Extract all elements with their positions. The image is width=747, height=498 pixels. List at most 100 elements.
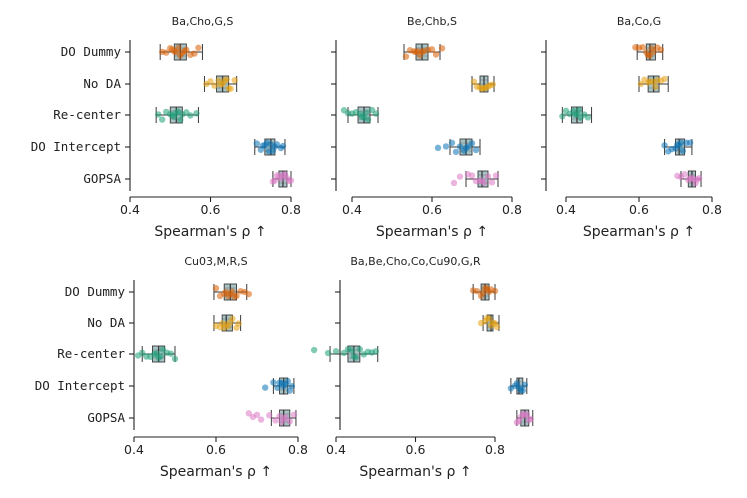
panel-title: Ba,Cho,G,S (172, 15, 234, 28)
row-label: Re-center (57, 346, 125, 361)
data-point (284, 378, 291, 385)
data-point (527, 415, 534, 423)
data-point (287, 177, 295, 184)
row-label: DO Dummy (61, 44, 122, 59)
series-row (203, 75, 238, 93)
series-row (434, 138, 481, 156)
data-point (163, 49, 170, 56)
data-point (362, 109, 370, 116)
data-point (434, 144, 442, 152)
data-point (491, 287, 499, 295)
data-point (681, 171, 688, 178)
series-row (559, 106, 593, 124)
x-axis-label: Spearman's ρ ↑ (376, 224, 488, 240)
series-row (477, 314, 501, 332)
data-point (468, 172, 476, 179)
data-point (271, 177, 279, 184)
x-tick-label: 0.8 (288, 442, 308, 457)
data-point (279, 142, 287, 150)
x-tick-label: 0.8 (485, 442, 505, 457)
x-tick-label: 0.4 (342, 202, 362, 217)
data-point (432, 51, 440, 58)
data-point (686, 139, 694, 146)
data-point (402, 53, 410, 60)
data-point (211, 82, 218, 89)
series-row (402, 43, 446, 61)
series-row (134, 345, 179, 363)
x-tick-label: 0.4 (326, 442, 346, 457)
data-point (253, 140, 260, 147)
data-point (282, 413, 289, 421)
series-row (340, 106, 380, 124)
x-tick-label: 0.6 (406, 442, 426, 457)
data-point (195, 44, 202, 51)
x-tick-label: 0.8 (702, 202, 722, 217)
data-point (575, 106, 582, 114)
data-point (231, 77, 238, 84)
data-point (650, 48, 657, 56)
data-point (193, 110, 200, 117)
data-point (696, 175, 703, 182)
data-point (229, 288, 236, 295)
data-point (223, 76, 230, 83)
data-point (584, 114, 592, 121)
data-point (154, 111, 162, 118)
data-point (679, 147, 686, 155)
data-point (472, 146, 480, 154)
data-point (519, 387, 527, 394)
data-point (266, 412, 273, 419)
data-point (372, 348, 379, 355)
row-label: DO Intercept (35, 378, 125, 393)
panel-title: Be,Chb,S (407, 15, 457, 28)
row-label: GOPSA (83, 171, 121, 186)
data-point (661, 142, 668, 149)
x-axis-label: Spearman's ρ ↑ (154, 224, 266, 240)
data-point (492, 172, 500, 179)
data-point (661, 75, 668, 83)
row-label: No DA (83, 76, 121, 91)
row-label: DO Dummy (65, 284, 126, 299)
data-point (332, 348, 340, 355)
data-point (175, 44, 182, 51)
x-tick-label: 0.4 (556, 202, 576, 217)
data-point (286, 418, 293, 425)
data-point (272, 417, 279, 424)
data-point (364, 116, 372, 123)
data-point (270, 379, 277, 386)
data-point (233, 292, 240, 300)
series-row (674, 170, 703, 188)
data-point (485, 315, 493, 322)
series-row (245, 409, 298, 427)
row-label: GOPSA (87, 410, 125, 425)
data-point (639, 44, 646, 51)
data-point (489, 81, 496, 88)
data-point (288, 382, 296, 390)
series-row (470, 75, 496, 93)
data-point (479, 289, 487, 296)
data-point (274, 384, 281, 391)
data-point (488, 179, 496, 186)
data-point (177, 116, 184, 124)
series-row (212, 283, 252, 301)
series-row (310, 345, 379, 363)
data-point (191, 50, 198, 57)
data-point (227, 85, 234, 92)
data-point (452, 148, 460, 156)
data-point (245, 290, 252, 298)
data-point (456, 143, 464, 150)
data-point (187, 112, 194, 119)
data-point (428, 46, 436, 53)
data-point (171, 355, 179, 363)
data-point (559, 113, 566, 120)
x-tick-label: 0.6 (629, 202, 649, 217)
data-point (652, 83, 659, 91)
series-row (212, 314, 242, 332)
data-point (448, 139, 456, 147)
x-tick-label: 0.6 (422, 202, 442, 217)
series-row (507, 377, 529, 395)
data-point (450, 179, 458, 187)
